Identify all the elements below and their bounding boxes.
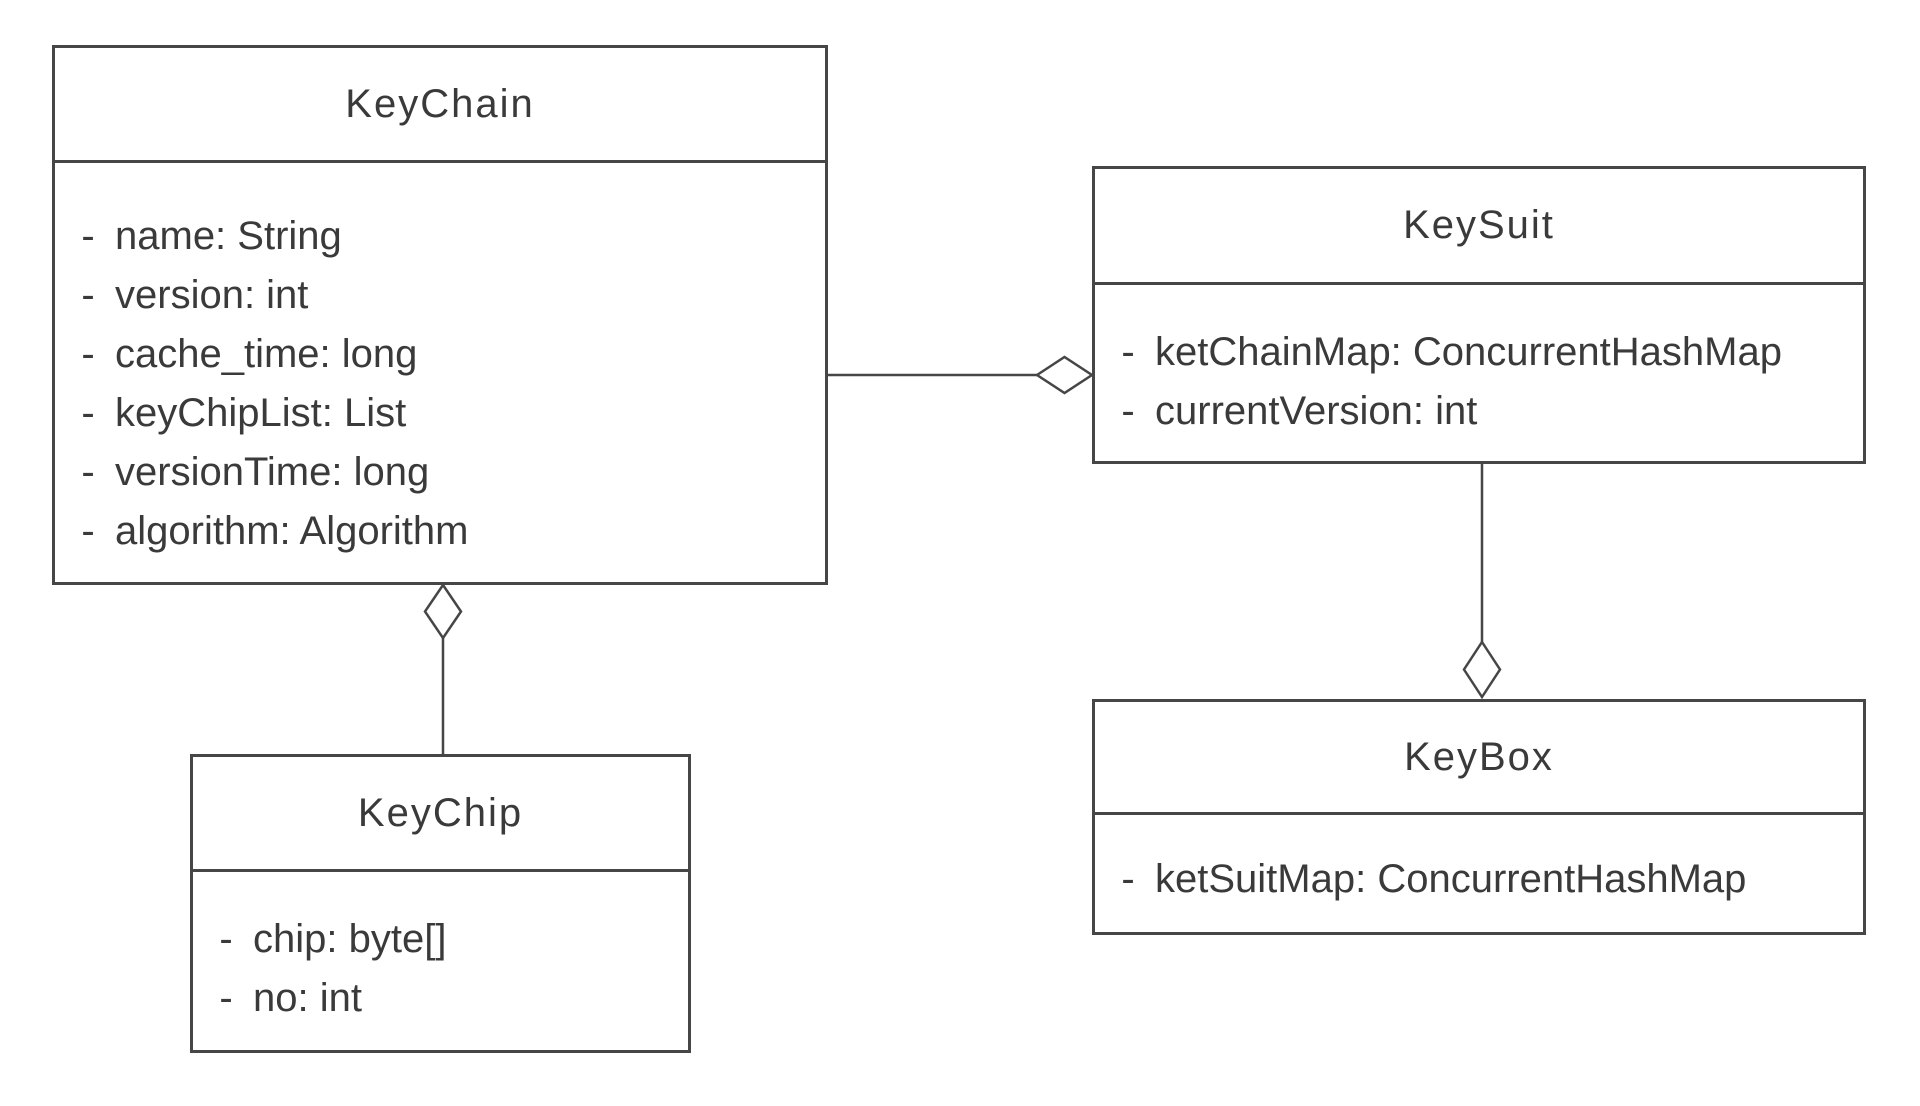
attribute-text: version: int [115, 273, 309, 317]
visibility-marker: - [81, 391, 95, 435]
visibility-marker: - [81, 450, 95, 494]
visibility-marker: - [219, 917, 233, 961]
class-attributes-keychip: - chip: byte[] - no: int [193, 872, 688, 1028]
visibility-marker: - [1121, 857, 1135, 901]
aggregation-diamond-icon [423, 582, 463, 641]
attribute-row: - ketSuitMap: ConcurrentHashMap [1095, 850, 1863, 909]
visibility-marker: - [1121, 330, 1135, 374]
visibility-marker: - [81, 509, 95, 553]
attribute-row: - chip: byte[] [193, 910, 688, 969]
class-box-keybox: KeyBox - ketSuitMap: ConcurrentHashMap [1092, 699, 1866, 935]
attribute-text: versionTime: long [115, 450, 430, 494]
attribute-row: - no: int [193, 969, 688, 1028]
class-attributes-keysuit: - ketChainMap: ConcurrentHashMap - curre… [1095, 285, 1863, 441]
attribute-text: no: int [253, 976, 362, 1020]
class-title-keysuit: KeySuit [1095, 169, 1863, 285]
attribute-text: ketChainMap: ConcurrentHashMap [1155, 330, 1782, 374]
aggregation-keychain-keychip [423, 582, 463, 756]
class-attributes-keybox: - ketSuitMap: ConcurrentHashMap [1095, 815, 1863, 909]
visibility-marker: - [81, 332, 95, 376]
attribute-row: - ketChainMap: ConcurrentHashMap [1095, 323, 1863, 382]
attribute-text: currentVersion: int [1155, 389, 1478, 433]
attribute-row: - keyChipList: List [55, 384, 825, 443]
attribute-row: - name: String [55, 207, 825, 266]
class-title-keychip: KeyChip [193, 757, 688, 872]
attribute-text: name: String [115, 214, 342, 258]
aggregation-diamond-icon [1462, 639, 1502, 700]
aggregation-keychain-keysuit [828, 355, 1095, 395]
visibility-marker: - [81, 273, 95, 317]
class-box-keychain: KeyChain - name: String - version: int -… [52, 45, 828, 585]
attribute-text: chip: byte[] [253, 917, 447, 961]
class-box-keysuit: KeySuit - ketChainMap: ConcurrentHashMap… [1092, 166, 1866, 464]
class-box-keychip: KeyChip - chip: byte[] - no: int [190, 754, 691, 1053]
attribute-text: keyChipList: List [115, 391, 407, 435]
visibility-marker: - [1121, 389, 1135, 433]
attribute-text: algorithm: Algorithm [115, 509, 469, 553]
attribute-row: - currentVersion: int [1095, 382, 1863, 441]
class-attributes-keychain: - name: String - version: int - cache_ti… [55, 163, 825, 561]
attribute-row: - version: int [55, 266, 825, 325]
aggregation-diamond-icon [1034, 355, 1095, 395]
aggregation-keysuit-keybox [1462, 464, 1502, 700]
visibility-marker: - [219, 976, 233, 1020]
attribute-row: - versionTime: long [55, 443, 825, 502]
class-title-keychain: KeyChain [55, 48, 825, 163]
visibility-marker: - [81, 214, 95, 258]
attribute-row: - algorithm: Algorithm [55, 502, 825, 561]
attribute-text: ketSuitMap: ConcurrentHashMap [1155, 857, 1747, 901]
attribute-row: - cache_time: long [55, 325, 825, 384]
attribute-text: cache_time: long [115, 332, 418, 376]
class-title-keybox: KeyBox [1095, 702, 1863, 815]
